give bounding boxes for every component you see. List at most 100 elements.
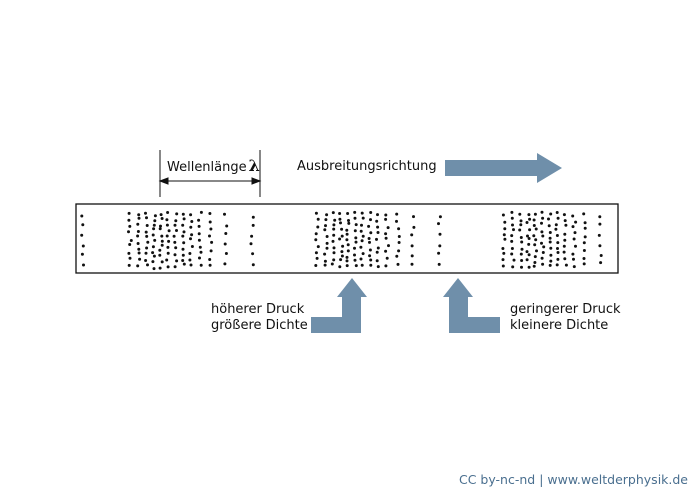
particle-dot <box>376 231 380 234</box>
particle-dot <box>583 226 587 230</box>
wavelength-left-arrowhead <box>158 177 169 185</box>
particle-dot <box>165 258 169 262</box>
particle-dot <box>338 217 342 221</box>
particle-dot <box>136 264 140 268</box>
particle-dot <box>136 242 140 245</box>
particle-dot <box>251 263 255 267</box>
particle-dot <box>332 246 336 250</box>
particle-dot <box>556 257 560 261</box>
particle-dot <box>160 260 164 264</box>
particle-dot <box>153 219 157 223</box>
particle-dot <box>554 227 558 231</box>
particle-dot <box>331 239 335 243</box>
particle-dot <box>146 240 150 244</box>
particle-dot <box>368 240 371 244</box>
particle-dot <box>525 250 529 254</box>
particle-dot <box>598 215 602 219</box>
credit-line[interactable]: CC by-nc-nd | www.weltderphysik.de <box>459 472 688 487</box>
particle-dot <box>341 244 345 248</box>
particle-dot <box>138 257 142 261</box>
particle-dot <box>340 227 344 231</box>
particle-dot <box>563 219 567 223</box>
particle-dot <box>225 224 229 228</box>
particle-dot <box>316 225 320 229</box>
particle-dot <box>395 254 399 258</box>
particle-dot <box>502 233 506 237</box>
particle-dot <box>564 223 568 227</box>
particle-dot <box>367 224 371 228</box>
particle-dot <box>597 233 601 237</box>
particle-dot <box>540 256 544 260</box>
particle-dot <box>532 264 536 268</box>
particle-dot <box>208 234 211 238</box>
particle-dot <box>583 221 587 225</box>
particle-dot <box>181 259 185 262</box>
particle-dot <box>167 229 171 233</box>
particle-dot <box>174 219 178 223</box>
particle-dot <box>137 251 141 255</box>
particle-dot <box>527 265 531 269</box>
particle-dot <box>223 242 227 246</box>
particle-dot <box>563 238 567 242</box>
particle-dot <box>224 252 228 255</box>
particle-dot <box>323 259 327 263</box>
particle-dot <box>510 239 514 243</box>
particle-dot <box>160 243 164 247</box>
particle-dot <box>208 258 212 261</box>
particle-dot <box>354 236 358 240</box>
particle-dot <box>197 224 201 228</box>
particle-dot <box>369 258 373 262</box>
particle-dot <box>353 229 357 233</box>
particle-dot <box>158 248 162 252</box>
particle-dot <box>573 231 577 235</box>
particle-dot <box>532 234 536 238</box>
particle-dot <box>526 234 529 238</box>
particle-dot <box>181 253 185 257</box>
particle-dot <box>375 250 379 254</box>
particle-dot <box>80 252 84 256</box>
particle-dot <box>556 216 560 220</box>
particle-dot <box>188 258 192 262</box>
particle-dot <box>339 258 343 262</box>
particle-dot <box>208 220 212 224</box>
particle-dot <box>510 234 514 238</box>
particle-dot <box>127 211 131 215</box>
wavelength-right-arrowhead <box>251 177 262 185</box>
particle-dot <box>314 232 318 236</box>
particle-dot <box>145 234 149 238</box>
particle-dot <box>535 249 538 253</box>
particle-dot <box>190 245 194 248</box>
particle-dot <box>165 218 169 222</box>
particle-dot <box>144 230 148 234</box>
particle-dot <box>556 247 559 250</box>
particle-dot <box>563 257 567 261</box>
particle-dot <box>165 223 169 227</box>
particle-dot <box>354 223 358 227</box>
particle-dot <box>315 256 319 260</box>
particle-dot <box>209 227 213 231</box>
particle-dot <box>152 267 156 271</box>
particle-dot <box>549 246 553 250</box>
particle-dot <box>555 234 559 237</box>
particle-dot <box>80 214 84 218</box>
particle-dot <box>128 243 132 246</box>
particle-dot <box>314 251 318 255</box>
particle-dot <box>137 213 141 217</box>
particle-dot <box>533 261 537 264</box>
particle-dot <box>316 245 320 249</box>
particle-dot <box>129 239 133 242</box>
particle-dot <box>128 224 132 228</box>
particle-dot <box>533 255 537 259</box>
particle-dot <box>541 216 545 220</box>
particle-dot <box>173 265 177 269</box>
particle-dot <box>346 243 350 247</box>
wavelength-text: Wellenlänge <box>167 160 247 175</box>
particle-dot <box>583 235 587 239</box>
particle-dot <box>209 249 213 253</box>
particle-dot <box>534 238 538 242</box>
particle-dot <box>438 215 442 219</box>
particle-dot <box>510 210 514 214</box>
high-pressure-line2: größere Dichte <box>211 318 308 333</box>
